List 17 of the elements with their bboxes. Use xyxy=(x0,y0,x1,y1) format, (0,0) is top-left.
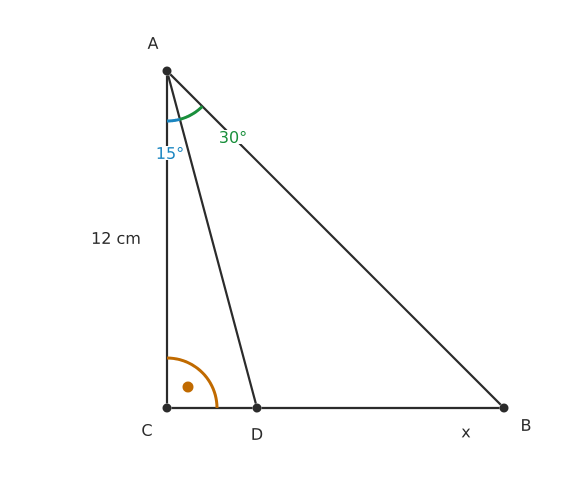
point-dot xyxy=(500,404,508,412)
vertex-label: C xyxy=(142,424,152,436)
triangle-side xyxy=(172,406,252,410)
angle-label: 30° xyxy=(218,130,248,144)
triangle-side xyxy=(167,75,257,404)
measure-label: 12 cm xyxy=(90,230,142,246)
triangle-side xyxy=(262,406,500,410)
point-dot xyxy=(162,66,172,76)
point-dot xyxy=(252,404,262,412)
angle-label: 15° xyxy=(154,146,186,160)
vertex-label: D xyxy=(252,428,262,440)
vertex-label: B xyxy=(522,419,530,431)
triangle-side xyxy=(170,74,502,406)
point-dot xyxy=(162,404,172,412)
triangle-side xyxy=(166,76,168,404)
measure-label: x xyxy=(460,428,472,438)
vertex-label: A xyxy=(148,37,158,49)
